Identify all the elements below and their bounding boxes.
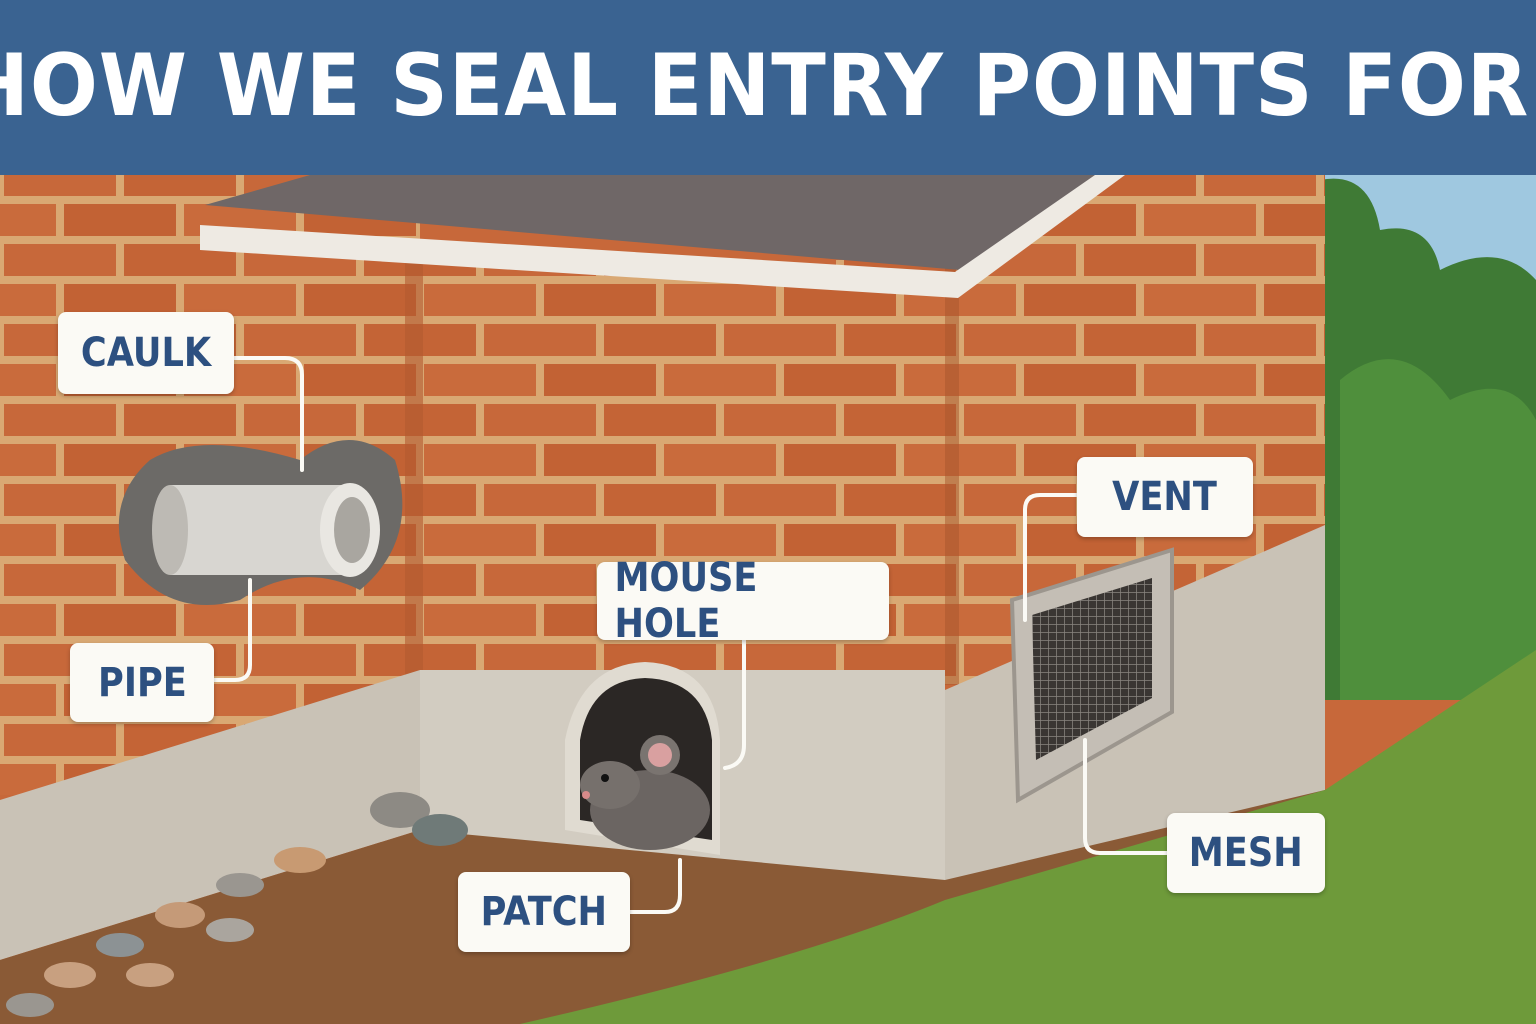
- mouse: [580, 735, 710, 850]
- leader-lines: [212, 356, 1169, 914]
- label-caulk-text: CAULK: [80, 330, 212, 376]
- label-mesh-text: MESH: [1189, 830, 1303, 876]
- grass: [520, 650, 1536, 1024]
- label-patch: PATCH: [458, 872, 630, 952]
- title-banner: HOW WE SEAL ENTRY POINTS FOR MICE: [0, 0, 1536, 175]
- page-title: HOW WE SEAL ENTRY POINTS FOR MICE: [0, 36, 1536, 136]
- roof: [205, 175, 1100, 270]
- vent-mesh: [1032, 578, 1152, 760]
- foundation: [0, 670, 420, 960]
- stones: [6, 792, 468, 1017]
- label-pipe-text: PIPE: [97, 659, 187, 706]
- label-mesh: MESH: [1167, 813, 1325, 893]
- label-vent: VENT: [1077, 457, 1253, 537]
- label-caulk: CAULK: [58, 312, 234, 394]
- label-pipe: PIPE: [70, 643, 214, 722]
- label-vent-text: VENT: [1112, 474, 1218, 520]
- label-mouse-hole: MOUSE HOLE: [597, 555, 889, 647]
- pipe: [152, 483, 380, 577]
- label-mouse-hole-text: MOUSE HOLE: [614, 555, 758, 647]
- label-patch-text: PATCH: [480, 889, 608, 935]
